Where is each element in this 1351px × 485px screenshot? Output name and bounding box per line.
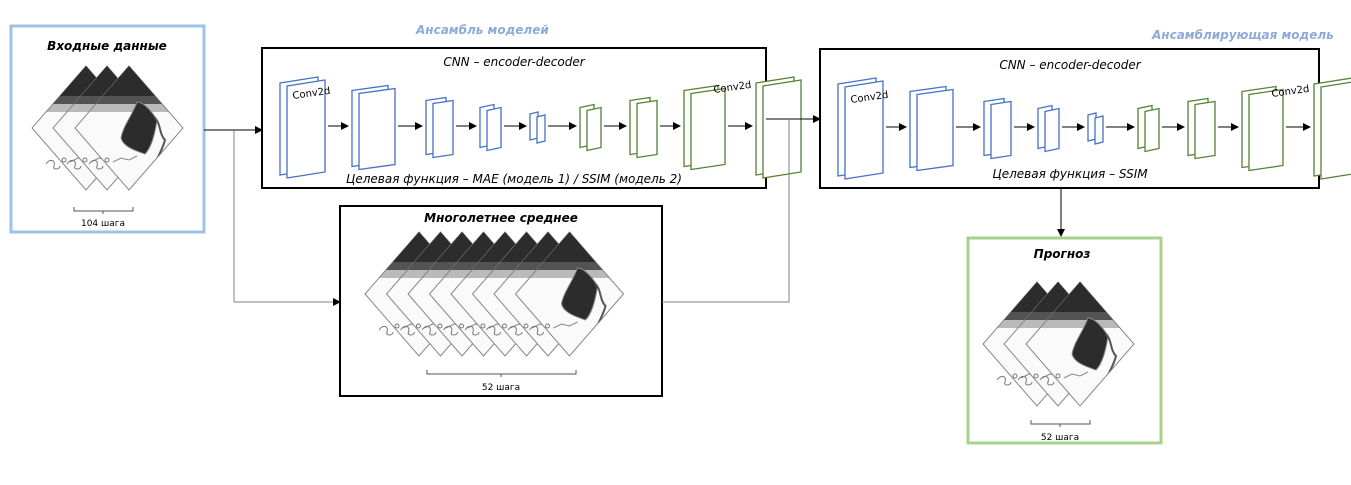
decoder-layer	[1313, 77, 1351, 180]
connector-input-to-climatology	[233, 130, 341, 306]
encoder-layer	[425, 96, 454, 159]
model2-layers	[837, 77, 1351, 180]
feature-map-plane	[690, 87, 726, 171]
decoder-layer	[1137, 104, 1160, 153]
model2-loss-label: Целевая функция – SSIM	[992, 167, 1148, 181]
ensembling-group-label: Ансамблирующая модель	[1151, 28, 1334, 42]
model2-title: CNN – encoder-decoder	[999, 58, 1141, 72]
model2-first-layer-label: Conv2d	[850, 90, 889, 106]
feature-map-plane	[536, 114, 546, 144]
model2-frame	[819, 48, 1320, 189]
feature-map-plane	[916, 88, 954, 172]
encoder-layer	[351, 84, 396, 171]
steps-bracket	[426, 370, 577, 377]
feature-map-plane	[1144, 107, 1160, 153]
decoder-layer	[1241, 85, 1284, 172]
feature-map-plane	[286, 79, 326, 179]
connector-climatology-to-model2	[662, 119, 790, 303]
climatology-map-stack	[365, 232, 624, 356]
model1-loss-label: Целевая функция – MAE (модель 1) / SSIM …	[346, 172, 682, 186]
model1-frame	[261, 47, 767, 189]
decoder-layer	[1187, 97, 1216, 160]
input-steps-label: 104 шага	[81, 219, 125, 229]
steps-bracket	[73, 207, 134, 214]
decoder-layer	[683, 84, 726, 171]
climatology-steps-label: 52 шага	[482, 383, 520, 393]
encoder-layer	[837, 77, 884, 180]
climatology-title: Многолетнее среднее	[424, 211, 578, 225]
model1-panel: CNN – encoder-decoder Целевая функция – …	[261, 47, 802, 189]
input-data-title: Входные данные	[47, 39, 167, 53]
feature-map-plane	[636, 99, 658, 159]
encoder-layer	[1037, 104, 1060, 153]
feature-map-plane	[762, 79, 802, 179]
feature-map-plane	[1094, 115, 1104, 145]
model1-last-layer-label: Conv2d	[713, 80, 752, 96]
encoder-layer	[479, 103, 502, 152]
ensemble-group-label: Ансамбль моделей	[415, 23, 549, 37]
forecast-steps-label: 52 шага	[1041, 433, 1079, 443]
feature-map-plane	[1320, 81, 1351, 180]
input-data-panel: Входные данные 104 шага	[9, 24, 206, 234]
encoder-layer	[529, 111, 546, 144]
feature-map-plane	[844, 80, 884, 180]
decoder-layer	[579, 103, 602, 152]
feature-map-plane	[432, 99, 454, 159]
model2-last-layer-label: Conv2d	[1271, 84, 1310, 100]
feature-map-plane	[1044, 107, 1060, 153]
feature-map-plane	[990, 100, 1012, 160]
encoder-layer	[1087, 112, 1104, 145]
model1-title: CNN – encoder-decoder	[443, 55, 585, 69]
feature-map-plane	[1194, 100, 1216, 160]
forecast-panel: Прогноз 52 шага	[966, 236, 1163, 445]
encoder-layer	[909, 85, 954, 172]
feature-map-plane	[486, 106, 502, 152]
encoder-layer	[983, 97, 1012, 160]
model2-panel: CNN – encoder-decoder Целевая функция – …	[819, 48, 1351, 189]
feature-map-plane	[1248, 88, 1284, 172]
decoder-layer	[629, 96, 658, 159]
steps-bracket	[1030, 420, 1091, 427]
feature-map-plane	[358, 87, 396, 171]
encoder-layer	[279, 76, 326, 179]
feature-map-plane	[586, 106, 602, 152]
climatology-panel: Многолетнее среднее 52 шага	[339, 205, 663, 397]
model1-layers	[279, 76, 802, 179]
forecast-title: Прогноз	[1034, 247, 1091, 261]
decoder-layer	[755, 76, 802, 179]
model1-first-layer-label: Conv2d	[292, 86, 331, 102]
